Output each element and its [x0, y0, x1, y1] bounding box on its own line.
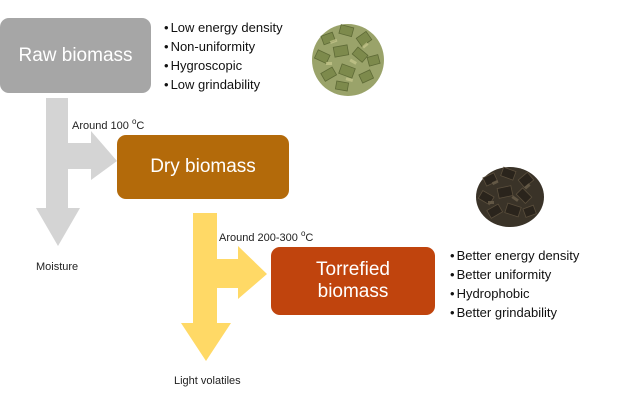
- drying-temperature-label: Around 100 oC: [72, 117, 145, 132]
- yellow-flow-arrow: [181, 213, 267, 361]
- list-item: Non-uniformity: [164, 37, 283, 56]
- torrefied-biomass-image: [476, 166, 544, 227]
- torrefied-label-line2: biomass: [317, 281, 389, 302]
- list-item: Better grindability: [450, 303, 579, 322]
- moisture-label: Moisture: [36, 261, 79, 273]
- torrefied-label-line1: Torrefied: [316, 259, 390, 280]
- torrefaction-temperature-label: Around 200-300 oC: [219, 229, 314, 244]
- raw-biomass-label: Raw biomass: [18, 44, 133, 66]
- light-volatiles-label: Light volatiles: [174, 375, 241, 387]
- list-item: Hygroscopic: [164, 56, 283, 75]
- dry-biomass-box: Dry biomass: [117, 135, 289, 199]
- raw-properties-list: Low energy density Non-uniformity Hygros…: [164, 18, 283, 94]
- torrefied-biomass-box: Torrefied biomass: [271, 247, 435, 315]
- gray-flow-arrow: [36, 98, 117, 246]
- list-item: Better energy density: [450, 246, 580, 265]
- list-item: Low energy density: [164, 18, 283, 37]
- dry-biomass-label: Dry biomass: [150, 156, 256, 177]
- list-item: Low grindability: [164, 75, 283, 94]
- raw-biomass-box: Raw biomass: [0, 18, 151, 93]
- raw-biomass-image: [312, 24, 384, 96]
- list-item: Better uniformity: [450, 265, 579, 284]
- torrefied-properties-list: Better energy density Better uniformity …: [450, 246, 580, 322]
- list-item: Hydrophobic: [450, 284, 579, 303]
